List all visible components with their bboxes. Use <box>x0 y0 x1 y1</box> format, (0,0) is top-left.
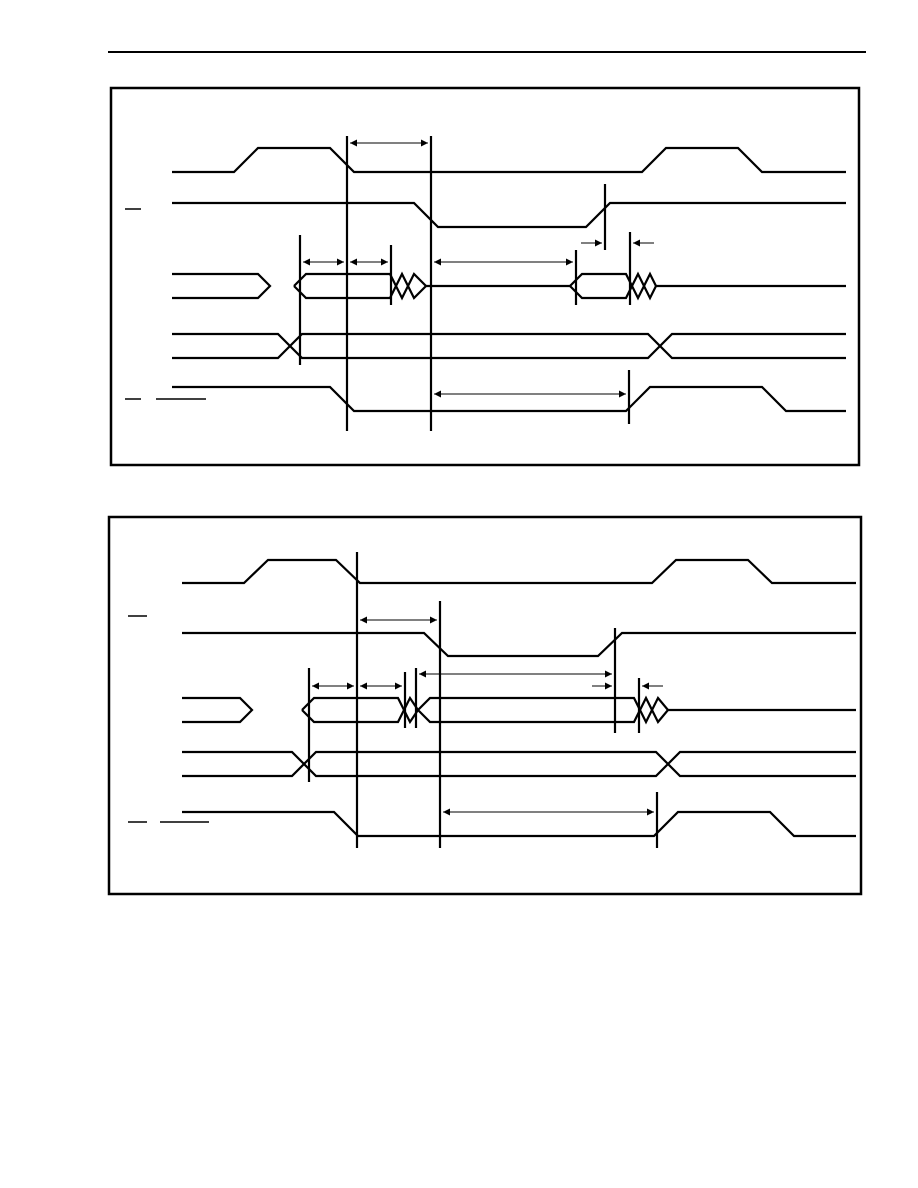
acknowledge-waveform <box>182 810 856 838</box>
acknowledge-waveform <box>172 385 846 413</box>
clock-waveform <box>182 558 856 585</box>
address-bus-waveform <box>172 332 846 360</box>
data-bus-waveform <box>172 271 846 301</box>
address-bus-waveform <box>182 750 856 778</box>
clock-waveform <box>172 146 846 174</box>
timing-diagram-1 <box>109 86 861 467</box>
diagram-2-frame <box>107 515 863 896</box>
data-bus-waveform <box>182 695 856 725</box>
diagram-1-frame <box>109 86 861 467</box>
strobe-waveform <box>182 631 856 658</box>
timing-diagram-2 <box>107 515 863 896</box>
strobe-waveform <box>172 201 846 229</box>
